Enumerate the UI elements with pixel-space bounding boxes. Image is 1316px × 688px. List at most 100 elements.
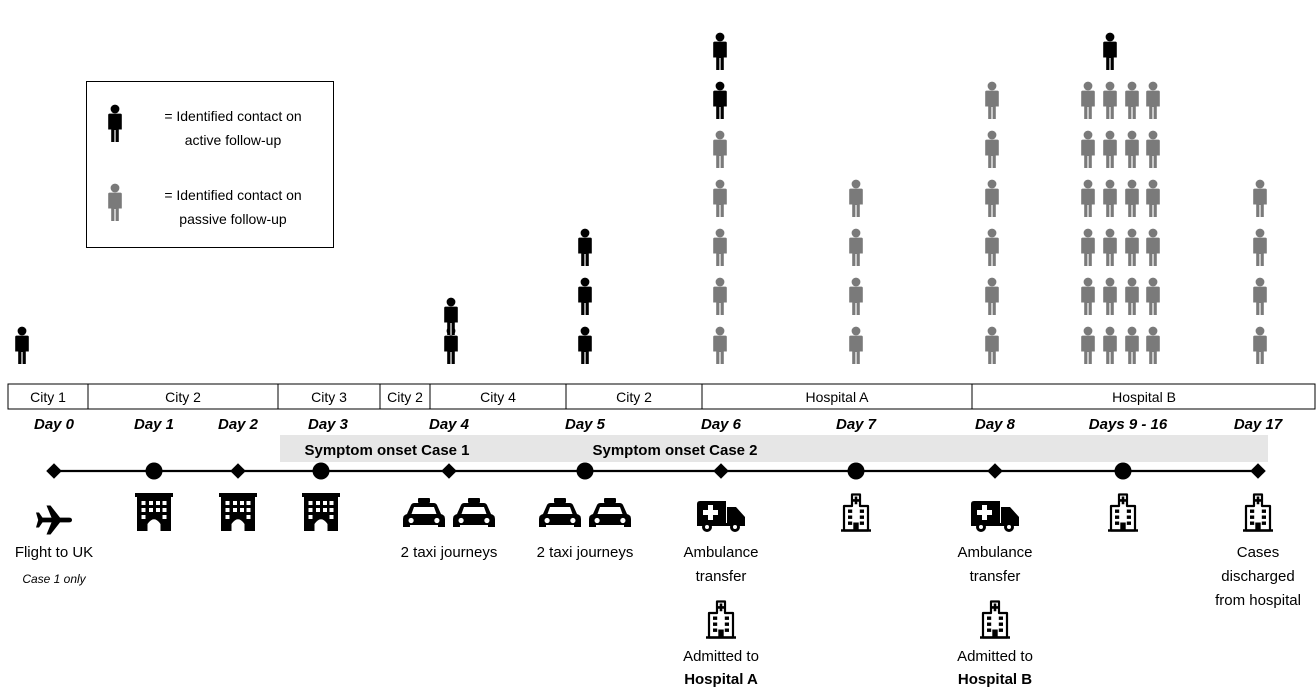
passive-contact-icon [849, 179, 863, 217]
day-label: Day 6 [701, 416, 742, 433]
passive-contact-icon [1125, 179, 1139, 217]
hospital-icon [979, 600, 1011, 639]
active-contact-icon [1103, 32, 1117, 70]
active-contact-icon [578, 228, 592, 266]
timeline-circle-marker [576, 462, 594, 480]
passive-contact-icon [1103, 277, 1117, 315]
active-contact-icon [713, 32, 727, 70]
passive-contact-icon [1081, 130, 1095, 168]
passive-contact-icon [105, 179, 125, 227]
hospital-icon [1107, 493, 1139, 532]
passive-contact-icon [713, 179, 727, 217]
passive-contact-icon [985, 179, 999, 217]
passive-contact-icon [1146, 326, 1160, 364]
ambulance-icon [971, 501, 1019, 532]
passive-contact-icon [1081, 81, 1095, 119]
passive-contact-icon [1146, 130, 1160, 168]
location-label: City 1 [30, 389, 66, 405]
passive-contact-icon [1146, 179, 1160, 217]
event-label: transfer [970, 568, 1021, 585]
location-label: City 2 [616, 389, 652, 405]
day-label: Days 9 - 16 [1089, 416, 1168, 433]
passive-contact-icon [1081, 277, 1095, 315]
taxi-icon [453, 498, 495, 527]
passive-contact-icon [713, 326, 727, 364]
active-contact-icon [578, 326, 592, 364]
legend-active-row: = Identified contact on active follow-up [87, 100, 333, 160]
location-label: Hospital A [805, 389, 869, 405]
passive-contact-icon [1125, 326, 1139, 364]
passive-contact-icon [1146, 228, 1160, 266]
legend-passive-row: = Identified contact on passive follow-u… [87, 179, 333, 239]
hospital-icon [840, 493, 872, 532]
hotel-icon [302, 493, 340, 531]
location-label: City 2 [387, 389, 423, 405]
legend-passive-label: = Identified contact on passive follow-u… [164, 187, 302, 227]
passive-contact-icon [1253, 326, 1267, 364]
day-label: Day 3 [308, 416, 349, 433]
passive-contact-icon [985, 130, 999, 168]
active-contact-icon [713, 81, 727, 119]
location-row [7, 383, 1316, 410]
admission-hospital-label: Hospital B [958, 671, 1032, 688]
passive-contact-icon [849, 277, 863, 315]
taxi-icon [539, 498, 581, 527]
timeline-diamond-marker [987, 463, 1003, 479]
passive-contact-icon [1253, 277, 1267, 315]
passive-contact-icon [1125, 130, 1139, 168]
active-contact-icon [444, 297, 458, 335]
location-label: City 2 [165, 389, 201, 405]
passive-contact-icon [1081, 228, 1095, 266]
hotel-icon [219, 493, 257, 531]
passive-contact-icon [1103, 81, 1117, 119]
event-label: from hospital [1215, 592, 1301, 609]
hotel-icon [135, 493, 173, 531]
timeline-diamond-marker [46, 463, 62, 479]
active-contact-icon [105, 100, 125, 148]
onset-band-case-2 [566, 435, 1268, 462]
passive-contact-icon [1103, 179, 1117, 217]
passive-contact-icon [1253, 179, 1267, 217]
timeline-circle-marker [847, 462, 865, 480]
event-label: Flight to UK [15, 544, 93, 561]
event-label: Cases [1237, 544, 1280, 561]
day-label: Day 17 [1234, 416, 1283, 433]
passive-contact-icon [1103, 130, 1117, 168]
event-label: 2 taxi journeys [401, 544, 498, 561]
ambulance-icon [697, 501, 745, 532]
timeline-circle-marker [145, 462, 163, 480]
onset-label-case-1: Symptom onset Case 1 [304, 442, 469, 459]
day-label: Day 2 [218, 416, 259, 433]
timeline-circle-marker [312, 462, 330, 480]
hospital-icon [705, 600, 737, 639]
passive-contact-icon [849, 326, 863, 364]
day-label: Day 7 [836, 416, 877, 433]
day-label: Day 0 [34, 416, 75, 433]
onset-band-case-1 [280, 435, 566, 462]
passive-contact-icon [713, 277, 727, 315]
passive-contact-icon [985, 81, 999, 119]
event-note: Case 1 only [22, 572, 86, 586]
passive-contact-icon [1103, 326, 1117, 364]
taxi-icon [403, 498, 445, 527]
hospital-icon [1242, 493, 1274, 532]
passive-contact-icon [1081, 179, 1095, 217]
passive-contact-icon [713, 228, 727, 266]
event-label: Ambulance [957, 544, 1032, 561]
airplane-icon [36, 505, 72, 535]
passive-contact-icon [849, 228, 863, 266]
day-label: Day 5 [565, 416, 606, 433]
admission-hospital-label: Hospital A [684, 671, 758, 688]
event-label: 2 taxi journeys [537, 544, 634, 561]
event-label: Ambulance [683, 544, 758, 561]
event-label: transfer [696, 568, 747, 585]
admission-label: Admitted to [683, 648, 759, 665]
timeline-diamond-marker [713, 463, 729, 479]
passive-contact-icon [713, 130, 727, 168]
passive-contact-icon [1103, 228, 1117, 266]
passive-contact-icon [1125, 277, 1139, 315]
event-label: discharged [1221, 568, 1294, 585]
admission-label: Admitted to [957, 648, 1033, 665]
legend-active-label: = Identified contact on active follow-up [164, 108, 302, 148]
